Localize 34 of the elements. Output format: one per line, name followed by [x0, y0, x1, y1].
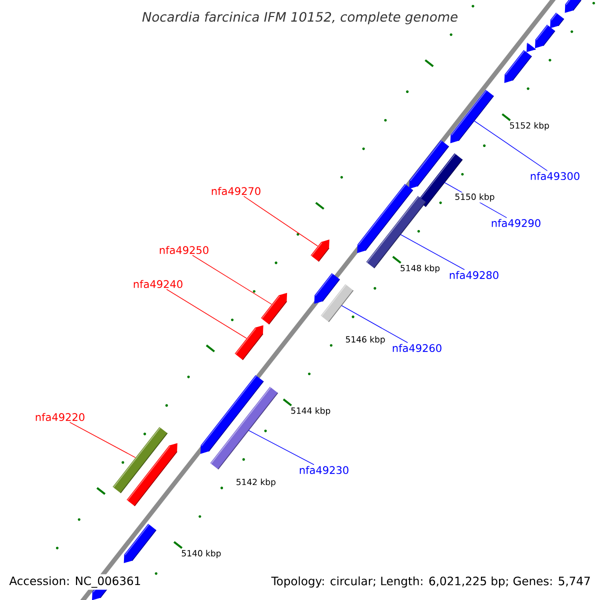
- leader-line: [166, 288, 247, 339]
- genome-info-text: Topology: circular; Length: 6,021,225 bp; Genes: 5,747: [269, 574, 593, 590]
- gene-label: nfa49290: [492, 218, 540, 228]
- gene-block: [210, 386, 278, 470]
- gene-block: [310, 240, 330, 262]
- leader-line: [474, 120, 548, 172]
- gene-block: [260, 292, 288, 325]
- gene-label: nfa49260: [392, 344, 442, 352]
- gene-label: nfa49280: [450, 270, 498, 280]
- leader-line: [69, 422, 136, 458]
- leader-line: [400, 234, 465, 270]
- tick-label: 5150 kbp: [454, 192, 496, 203]
- accession-text: Accession: NC_006361: [7, 574, 144, 590]
- gene-label: nfa49300: [530, 172, 580, 180]
- leader-line: [243, 196, 318, 246]
- gene-block: [320, 284, 354, 322]
- gene-label: nfa49270: [212, 186, 260, 196]
- gene-label: nfa49240: [134, 280, 182, 288]
- tick-label: 5146 kbp: [344, 335, 386, 346]
- tick-label: 5142 kbp: [234, 478, 277, 488]
- gene-label: nfa49230: [300, 466, 348, 474]
- leader-line: [341, 305, 408, 344]
- tick-label: 5152 kbp: [508, 121, 550, 132]
- tick-label: 5144 kbp: [290, 406, 332, 417]
- tick-label: 5148 kbp: [399, 264, 442, 274]
- gene-block: [112, 426, 168, 494]
- leader-line: [192, 254, 272, 305]
- gene-block: [450, 90, 494, 144]
- title: Nocardia farcinica IFM 10152, complete genome: [142, 12, 458, 24]
- gene-label: nfa49250: [160, 246, 208, 254]
- leader-line: [248, 430, 314, 466]
- tick-label: 5140 kbp: [180, 548, 222, 560]
- gene-block: [234, 325, 264, 360]
- gene-label: nfa49220: [36, 412, 84, 422]
